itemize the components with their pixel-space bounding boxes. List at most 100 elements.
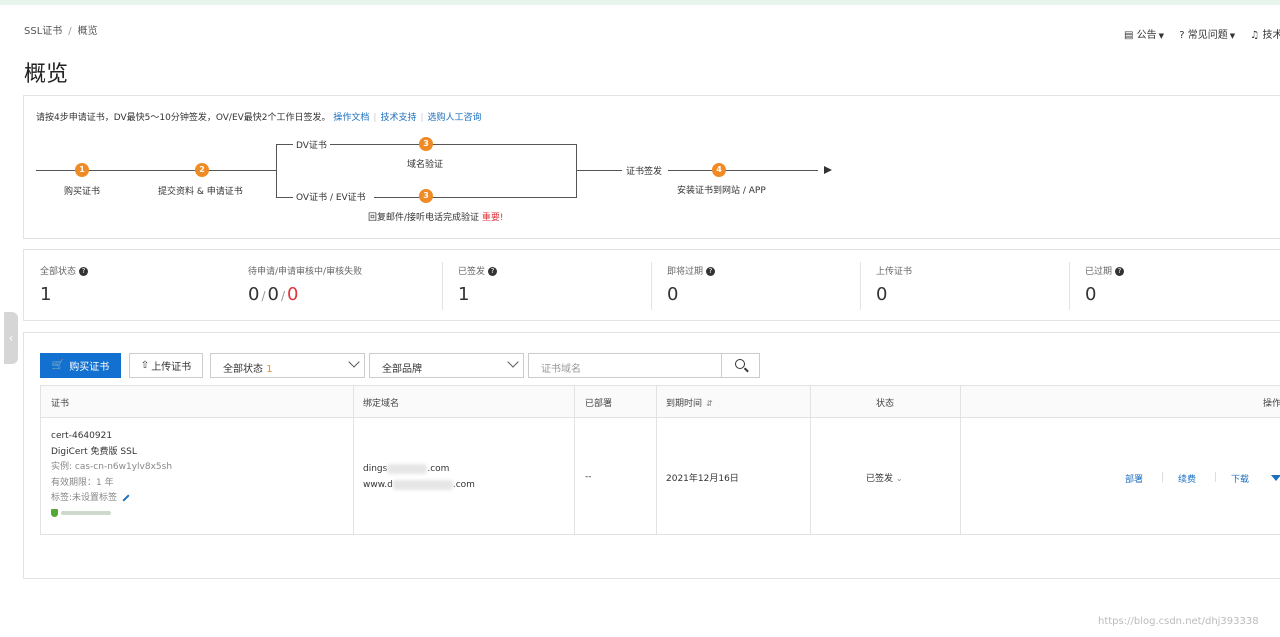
- step4-label: 安装证书到网站 / APP: [677, 186, 766, 196]
- certificate-panel: 🛒购买证书 ⇧上传证书 全部状态 1 全部品牌 证书域名 证书 绑定域名 已部署…: [23, 332, 1280, 579]
- stat-pending-value-2: 0: [267, 284, 279, 305]
- search-input[interactable]: 证书域名: [528, 353, 723, 378]
- chevron-down-icon: ▼: [1229, 32, 1236, 40]
- stat-expired[interactable]: 已过期? 0: [1069, 250, 1279, 320]
- stat-expiring[interactable]: 即将过期? 0: [651, 250, 861, 320]
- stat-pending-value-3: 0: [287, 284, 299, 305]
- stat-uploaded-label: 上传证书: [876, 267, 913, 277]
- page-title: 概览: [24, 62, 69, 87]
- top-nav: ▤ 公告▼ ? 常见问题▼ ♫ 技术支: [1124, 26, 1280, 41]
- top-strip: [0, 0, 1280, 5]
- breadcrumb-root[interactable]: SSL证书: [24, 26, 63, 37]
- chevron-down-icon: ⌄: [895, 474, 903, 483]
- stat-pending-value-1: 0: [248, 284, 260, 305]
- flow-line-right-b: [668, 170, 818, 171]
- branch-line-bottom: [374, 197, 577, 198]
- branch-line-top-left: [276, 144, 293, 145]
- step3a-label: 域名验证: [407, 160, 444, 170]
- branch-line-left: [276, 144, 277, 197]
- header-status: 状态: [876, 399, 895, 409]
- cert-tags[interactable]: 标签:未设置标签: [51, 491, 172, 507]
- cert-name: cert-4640921: [51, 431, 113, 441]
- security-status: [51, 507, 172, 523]
- deploy-link[interactable]: 部署: [1125, 475, 1144, 485]
- step3b-label: 回复邮件/接听电话完成验证 重要!: [368, 213, 504, 223]
- chevron-down-icon: ▼: [1158, 32, 1165, 40]
- shield-icon: [51, 509, 58, 517]
- link-docs[interactable]: 操作文档: [333, 113, 370, 123]
- stat-issued[interactable]: 已签发? 1: [442, 250, 652, 320]
- table-header: [41, 386, 1280, 418]
- header-expiry[interactable]: 到期时间⇵: [666, 399, 713, 409]
- help-icon[interactable]: ?: [488, 267, 498, 276]
- cert-type: DigiCert 免费版 SSL: [51, 446, 137, 457]
- bound-domains: dings.com www.d.com: [363, 461, 475, 493]
- ovev-label: OV证书 / EV证书: [296, 193, 366, 203]
- header-domain: 绑定域名: [363, 399, 400, 409]
- edit-icon[interactable]: [122, 493, 130, 502]
- status-value[interactable]: 已签发 ⌄: [866, 474, 903, 484]
- link-support[interactable]: 技术支持: [380, 113, 417, 123]
- issue-label: 证书签发: [626, 167, 663, 177]
- headset-icon: ♫: [1250, 30, 1260, 41]
- branch-line-top: [330, 144, 576, 145]
- steps-panel: 请按4步申请证书，DV最快5～10分钟签发，OV/EV最快2个工作日签发。 操作…: [23, 95, 1280, 239]
- step3a-badge: 3: [419, 137, 433, 151]
- domain-1-prefix: dings: [363, 464, 388, 474]
- breadcrumb-current: 概览: [77, 26, 98, 37]
- buy-certificate-button[interactable]: 🛒购买证书: [40, 353, 121, 378]
- stat-pending-label: 待申请/申请审核中/审核失败: [248, 267, 363, 277]
- status-select[interactable]: 全部状态 1: [210, 353, 365, 378]
- upload-certificate-button[interactable]: ⇧上传证书: [129, 353, 203, 378]
- stat-all-value: 1: [40, 284, 52, 305]
- upload-icon: ⇧: [140, 360, 150, 371]
- expiry-value: 2021年12月16日: [666, 474, 739, 484]
- question-icon: ?: [1179, 30, 1185, 41]
- sort-icon[interactable]: ⇵: [706, 399, 713, 408]
- cert-instance: 实例: cas-cn-n6w1ylv8x5sh: [51, 462, 173, 472]
- search-button[interactable]: [721, 353, 760, 378]
- deployed-value: --: [585, 472, 592, 482]
- faq-menu[interactable]: ? 常见问题▼: [1179, 30, 1236, 41]
- stat-pending[interactable]: 待申请/申请审核中/审核失败 0/0/0: [232, 250, 442, 320]
- step1-badge: 1: [75, 163, 89, 177]
- announcement-icon: ▤: [1124, 30, 1134, 41]
- table-row: cert-4640921 DigiCert 免费版 SSL 实例: cas-cn…: [51, 429, 172, 522]
- cart-icon: 🛒: [51, 360, 65, 371]
- stat-all-label: 全部状态: [40, 267, 77, 277]
- certificate-table: 证书 绑定域名 已部署 到期时间⇵ 状态 操作 cert-4640921 Dig…: [40, 385, 1280, 535]
- cert-validity: 有效期限：1 年: [51, 477, 114, 488]
- stat-uploaded[interactable]: 上传证书 0: [860, 250, 1070, 320]
- step4-badge: 4: [712, 163, 726, 177]
- stat-issued-label: 已签发: [458, 267, 486, 277]
- renew-link[interactable]: 续费: [1178, 475, 1197, 485]
- steps-intro-text: 请按4步申请证书，DV最快5～10分钟签发，OV/EV最快2个工作日签发。: [36, 113, 331, 123]
- sidebar-collapse-handle[interactable]: ‹: [4, 312, 18, 364]
- branch-line-bottom-left: [276, 197, 293, 198]
- flow-line-right-a: [576, 170, 622, 171]
- arrow-right-icon: [824, 166, 832, 174]
- header-actions: 操作: [1263, 399, 1280, 409]
- help-icon[interactable]: ?: [1115, 267, 1125, 276]
- support-menu[interactable]: ♫ 技术支: [1250, 30, 1280, 41]
- header-deployed: 已部署: [585, 399, 613, 409]
- more-actions-icon[interactable]: [1271, 475, 1280, 481]
- breadcrumb: SSL证书/概览: [24, 22, 98, 37]
- help-icon[interactable]: ?: [706, 267, 716, 276]
- step2-badge: 2: [195, 163, 209, 177]
- chevron-left-icon: ‹: [8, 331, 14, 345]
- stat-all[interactable]: 全部状态? 1: [24, 250, 232, 320]
- help-icon[interactable]: ?: [79, 267, 89, 276]
- brand-select[interactable]: 全部品牌: [369, 353, 524, 378]
- steps-intro: 请按4步申请证书，DV最快5～10分钟签发，OV/EV最快2个工作日签发。 操作…: [36, 113, 482, 123]
- announcement-menu[interactable]: ▤ 公告▼: [1124, 30, 1165, 41]
- header-certificate: 证书: [51, 399, 70, 409]
- step2-label: 提交资料 & 申请证书: [158, 187, 243, 197]
- stat-expiring-value: 0: [667, 284, 679, 305]
- download-link[interactable]: 下载: [1231, 475, 1250, 485]
- domain-2-prefix: www.d: [363, 480, 393, 490]
- dv-label: DV证书: [296, 141, 327, 151]
- watermark: https://blog.csdn.net/dhj393338: [1098, 616, 1259, 627]
- chevron-down-icon: [507, 356, 519, 368]
- link-consult[interactable]: 选购人工咨询: [427, 113, 482, 123]
